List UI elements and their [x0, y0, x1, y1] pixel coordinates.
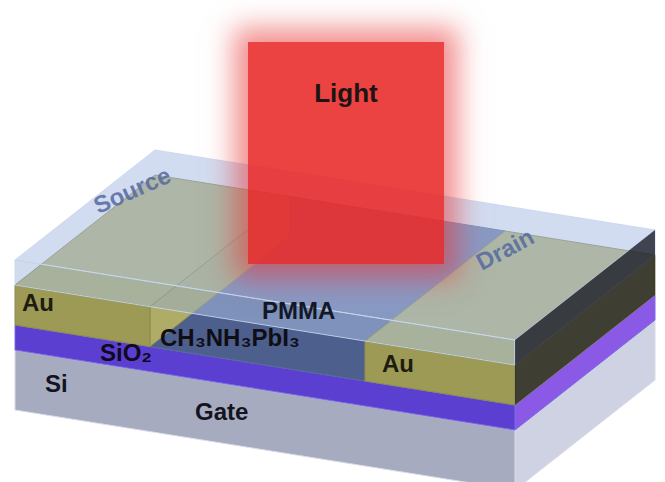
pmma-layer-front	[15, 260, 515, 365]
right-edge-shade-front	[480, 334, 515, 405]
gate-label: Gate	[195, 398, 248, 426]
light-beam: Light	[248, 42, 444, 264]
sio2-label: SiO₂	[100, 339, 152, 367]
light-label: Light	[248, 78, 444, 109]
au-label: Au	[22, 289, 54, 317]
right-edge-shade-side	[515, 230, 655, 405]
pmma-label: PMMA	[262, 297, 335, 325]
perovskite-label: CH₃NH₃PbI₃	[160, 324, 300, 352]
si-label: Si	[45, 370, 68, 398]
au-label: Au	[382, 350, 414, 378]
